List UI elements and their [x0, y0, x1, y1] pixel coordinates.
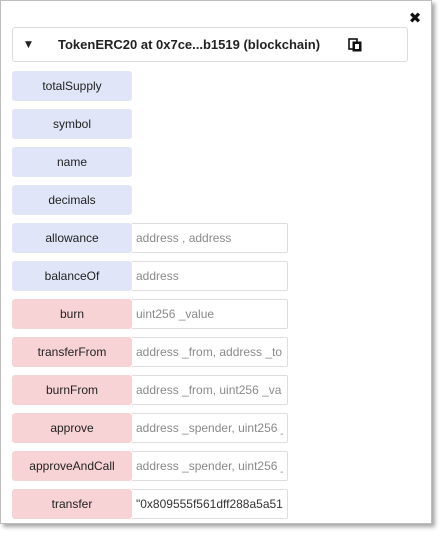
transferFrom-input[interactable] — [132, 337, 288, 367]
function-row-decimals: decimals — [12, 185, 132, 215]
balanceOf-button[interactable]: balanceOf — [12, 261, 132, 291]
function-row-burn: burn — [12, 299, 288, 329]
function-row-totalSupply: totalSupply — [12, 71, 132, 101]
burnFrom-input[interactable] — [132, 375, 288, 405]
approve-input[interactable] — [132, 413, 288, 443]
transfer-input[interactable] — [132, 489, 288, 519]
function-row-balanceOf: balanceOf — [12, 261, 288, 291]
decimals-button[interactable]: decimals — [12, 185, 132, 215]
burnFrom-button[interactable]: burnFrom — [12, 375, 132, 405]
burn-button[interactable]: burn — [12, 299, 132, 329]
approve-button[interactable]: approve — [12, 413, 132, 443]
burn-input[interactable] — [132, 299, 288, 329]
symbol-button[interactable]: symbol — [12, 109, 132, 139]
caret-down-icon[interactable]: ▼ — [25, 39, 32, 50]
function-row-name: name — [12, 147, 132, 177]
approveAndCall-input[interactable] — [132, 451, 288, 481]
function-row-burnFrom: burnFrom — [12, 375, 288, 405]
function-row-transferFrom: transferFrom — [12, 337, 288, 367]
contract-title: TokenERC20 at 0x7ce...b1519 (blockchain) — [58, 37, 321, 52]
allowance-input[interactable] — [132, 223, 288, 253]
function-row-approve: approve — [12, 413, 288, 443]
function-row-allowance: allowance — [12, 223, 288, 253]
transferFrom-button[interactable]: transferFrom — [12, 337, 132, 367]
contract-header[interactable]: ▼ TokenERC20 at 0x7ce...b1519 (blockchai… — [12, 27, 408, 62]
function-row-symbol: symbol — [12, 109, 132, 139]
function-row-transfer: transfer — [12, 489, 288, 519]
balanceOf-input[interactable] — [132, 261, 288, 291]
transfer-button[interactable]: transfer — [12, 489, 132, 519]
close-icon[interactable]: ✖ — [408, 9, 422, 27]
copy-icon[interactable] — [348, 38, 362, 52]
totalSupply-button[interactable]: totalSupply — [12, 71, 132, 101]
contract-panel: ✖ ▼ TokenERC20 at 0x7ce...b1519 (blockch… — [0, 0, 432, 524]
approveAndCall-button[interactable]: approveAndCall — [12, 451, 132, 481]
name-button[interactable]: name — [12, 147, 132, 177]
allowance-button[interactable]: allowance — [12, 223, 132, 253]
function-row-approveAndCall: approveAndCall — [12, 451, 288, 481]
